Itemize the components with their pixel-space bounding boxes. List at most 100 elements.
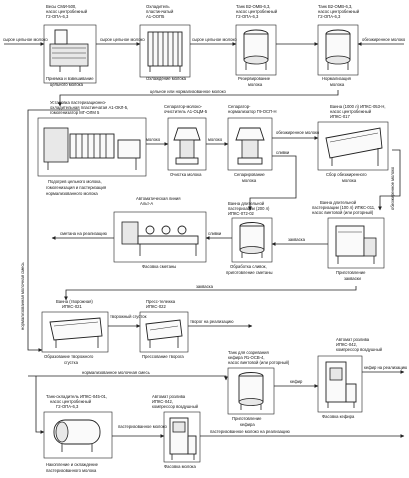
node-11-frame <box>327 217 385 269</box>
node-5-bottom-line-3: нормализованного молока <box>46 191 98 196</box>
node-9-bottom-line-1: Фасовка сметаны <box>142 264 176 269</box>
filler-icon <box>169 417 197 460</box>
node-17-bottom-line-1: Фасовка молока <box>164 464 196 469</box>
node-11-top-line-2: пастеризации (100 л) ИПКС-011, <box>312 205 375 210</box>
node-10-top-line-2: пастеризации (200 л) <box>228 206 270 211</box>
node-12-frame <box>41 311 109 353</box>
node-kefir-filler: Автомат розлива ИПКС-042, компрессор воз… <box>317 337 383 419</box>
flow-label-13: закваска <box>288 237 306 242</box>
node-6-bottom-line-1: Очистка молока <box>170 172 202 177</box>
node-5-bottom-line-1: Подогрев цельного молока, <box>48 179 102 184</box>
flow-label-19: кефир на реализацию <box>364 365 407 370</box>
node-13-frame <box>139 311 189 353</box>
node-cream-bath: Ванна длительной пастеризации (200 л) ИП… <box>226 201 273 275</box>
row-3-flows: сметана на реализацию сливки закваска за… <box>20 109 357 352</box>
node-11-bottom-line-1: Приготовление <box>336 270 366 275</box>
node-4-top-line-1: Танк В2-ОМВ-6,3, <box>318 4 352 9</box>
node-6-top-line-2: очиститель А1-ОЦМ-5 <box>164 109 208 114</box>
node-8-frame <box>317 121 389 171</box>
node-7-bottom-line-1: Сепарирование <box>234 172 265 177</box>
node-16-top-line-3: Г2-ОПА-6,3 <box>56 404 79 409</box>
node-separator-purifier: Сепаратор-молоко- очиститель А1-ОЦМ-5 Оч… <box>164 104 208 177</box>
node-10-frame <box>231 217 273 263</box>
flow-label-11: сметана на реализацию <box>60 231 107 236</box>
node-8-top-line-3: ИПКС-017 <box>330 114 350 119</box>
node-4-frame <box>317 24 359 76</box>
node-7-bottom-line-2: молока <box>242 178 257 183</box>
node-10-bottom-line-1: Обработка сливок, <box>230 264 267 269</box>
flow-label-3: сырое цельное молоко <box>192 37 237 42</box>
node-3-top-line-3: Г2-ОПА-6,3 <box>236 14 259 19</box>
node-12-bottom-line-2: сгустка <box>64 360 79 365</box>
flow-arrow-23 <box>35 376 45 434</box>
node-16-frame <box>43 411 113 459</box>
node-6-top-line-1: Сепаратор-молоко- <box>164 104 203 109</box>
node-10-bottom-line-2: приготовление сметаны <box>226 270 273 275</box>
flow-arrow-17 <box>28 375 228 381</box>
node-skim-bath: Ванна (1000 л) ИПКС-053-Н, насос центроб… <box>317 104 389 183</box>
node-starter-bath: Ванна длительной пастеризации (100 л) ИП… <box>312 200 385 281</box>
flow-label-22: нормализованная молочная смесь <box>20 261 25 330</box>
node-17-top-line-1: Автомат розлива <box>152 394 186 399</box>
row-2-flows: молоко молоко обезжиренное молоко сливки… <box>146 130 401 211</box>
node-10-top-line-3: ИПКС-072-02 <box>228 211 255 216</box>
node-17-top-line-2: ИПКС-042, <box>152 399 173 404</box>
node-16-bottom-line-2: пастеризованного молока <box>46 468 97 473</box>
curd-vat-icon <box>49 317 103 348</box>
node-12-top-line-2: ИПКС-021 <box>62 304 82 309</box>
node-16-top-line-1: Танк-охладитель ИПКС-045-01, <box>46 394 107 399</box>
node-8-top-line-2: насос центробежный <box>330 109 372 114</box>
node-2-frame <box>139 24 191 78</box>
flow-arrow-10 <box>378 149 401 211</box>
filler-icon <box>325 361 357 408</box>
horizontal-tank-icon <box>53 419 101 452</box>
node-13-top-line-1: Пресс-тележка <box>146 299 176 304</box>
node-1-bottom-line-2: цельного молока <box>50 82 84 87</box>
node-separator-normalizer: Сепаратор- нормализатор Г9-ОСП-Н Сепарир… <box>227 104 277 183</box>
kefir-tank-icon <box>238 372 264 410</box>
node-2-top-line-2: пластинчатый <box>146 9 174 14</box>
tank-icon <box>243 29 269 70</box>
node-tank-reserve: Танк В2-ОМВ-6,3, насос центробежный Г2-О… <box>235 4 278 87</box>
node-16-bottom-line-1: Накопление и охлаждение <box>46 462 99 467</box>
node-4-top-line-3: Г2-ОПА-6,3 <box>318 14 341 19</box>
node-1-top-line-1: Весы СМИ-500, <box>46 4 76 9</box>
flow-label-14: закваска <box>196 284 214 289</box>
node-press-trolley: Пресс-тележка ИПКС-022 Прессование творо… <box>139 299 189 359</box>
separator-icon <box>235 127 265 165</box>
node-1-bottom-line-1: Приемка и взвешивание <box>46 76 94 81</box>
flow-label-6: молоко <box>146 137 161 142</box>
node-17-top-line-3: компрессор воздушный <box>152 404 199 409</box>
node-11-top-line-1: Ванна длительной <box>320 200 357 205</box>
row-1-flows: сырое цельное молоко сырое цельное молок… <box>3 37 406 107</box>
flow-label-7: молоко <box>208 137 223 142</box>
node-15-bottom-line-1: Фасовка кефира <box>322 414 355 419</box>
plate-cooler-icon <box>147 31 183 72</box>
node-sour-cream-line: Автоматическая линия Альт-А Фасовка смет… <box>113 196 207 269</box>
node-14-bottom-line-2: кефира <box>240 422 255 427</box>
node-1-top-line-2: насос центробежный <box>46 9 88 14</box>
node-13-top-line-2: ИПКС-022 <box>146 304 166 309</box>
node-cooling-tank: Танк-охладитель ИПКС-045-01, насос центр… <box>43 394 113 473</box>
node-1-top-line-3: Г2-ОПА-6,3 <box>46 14 69 19</box>
flow-label-20: пастеризованное молоко <box>118 424 168 429</box>
flow-arrow-9 <box>248 155 297 211</box>
row-5-flows: кефир кефир на реализацию <box>274 365 407 388</box>
node-14-frame <box>227 367 275 415</box>
flow-arrow-5 <box>58 90 339 107</box>
flow-label-17: нормализованное молочная смесь <box>82 370 151 375</box>
node-5-top-line-2: охладительная пластинчатая А1-ОКЛ-5, <box>50 105 128 110</box>
row-6-flows: пастеризованное молоко пастеризованное м… <box>35 376 405 438</box>
node-14-top-line-3: насос винтовой (или роторный) <box>228 360 290 365</box>
node-milk-filler: Автомат розлива ИПКС-042, компрессор воз… <box>152 394 201 469</box>
node-5-bottom-line-2: гомогенизация и пастеризация <box>46 185 106 190</box>
pasteurizer-icon <box>43 127 141 170</box>
node-8-top-line-1: Ванна (1000 л) ИПКС-053-Н, <box>330 104 386 109</box>
node-3-frame <box>235 24 277 76</box>
node-7-top-line-1: Сепаратор- <box>228 104 251 109</box>
separator-icon <box>173 127 201 165</box>
flow-arrow-22 <box>27 109 80 352</box>
node-11-top-line-3: насос винтовой (или роторный) <box>312 210 374 215</box>
press-icon <box>145 319 183 348</box>
